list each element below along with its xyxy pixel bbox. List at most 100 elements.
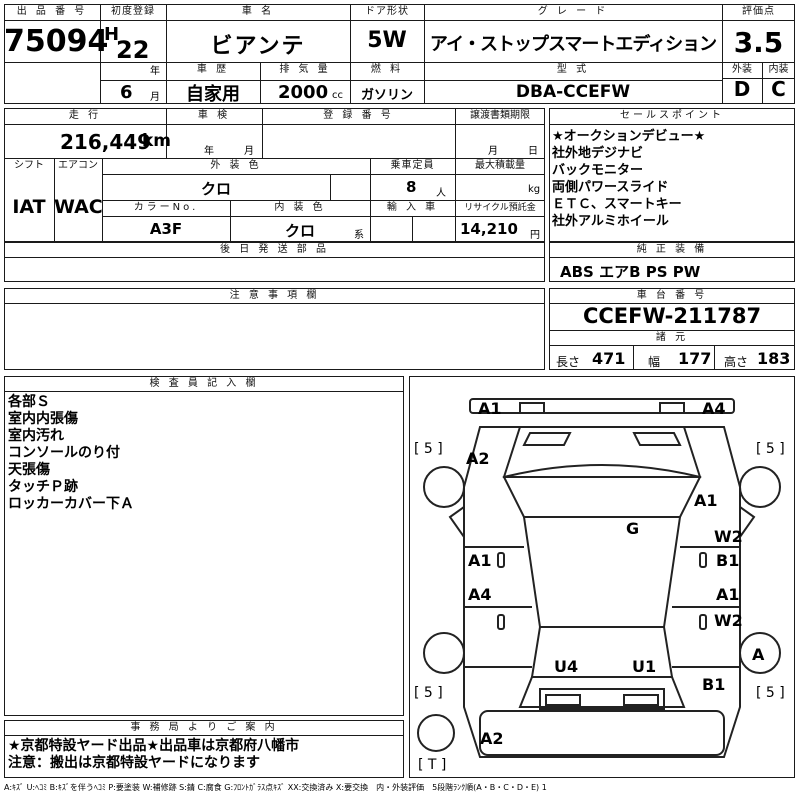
max-load-label: 最大積載量 bbox=[475, 160, 525, 171]
damage-front-right: A4 bbox=[702, 399, 726, 418]
interior-score: C bbox=[771, 77, 786, 101]
max-load-unit: kg bbox=[528, 184, 541, 195]
damage-door-fr-2: B1 bbox=[716, 551, 740, 570]
tire-mark-rr: [ 5 ] bbox=[756, 685, 785, 701]
transfer-month-unit: 月 bbox=[488, 146, 498, 157]
later-parts-block bbox=[4, 242, 545, 282]
sales-point: 両側パワースライド bbox=[552, 180, 669, 195]
mileage: 216,449 bbox=[60, 130, 152, 154]
chassis-label: 車 台 番 号 bbox=[636, 290, 708, 301]
damage-door-rl: A4 bbox=[468, 585, 492, 604]
fuel: ガソリン bbox=[360, 88, 413, 103]
later-parts-label: 後 日 発 送 部 品 bbox=[220, 244, 329, 255]
color-no-label: カラーNo. bbox=[133, 202, 199, 213]
recycle-unit: 円 bbox=[530, 230, 540, 241]
sales-point: 社外アルミホイール bbox=[552, 214, 669, 229]
model-code: DBA-CCEFW bbox=[515, 82, 631, 102]
shaken-year-unit: 年 bbox=[204, 146, 214, 157]
damage-door-rr: A1 bbox=[716, 585, 740, 604]
condition-diagram: [ 5 ] [ 5 ] [ 5 ] [ 5 ] [ T ] A1 A4 A2 A… bbox=[409, 376, 795, 778]
recycle-fee: 14,210 bbox=[460, 220, 518, 238]
transfer-label: 譲渡書類期限 bbox=[470, 110, 530, 121]
damage-door-rr-2: W2 bbox=[714, 611, 743, 630]
damage-fender-left: A2 bbox=[466, 449, 490, 468]
reg-year-unit: 年 bbox=[150, 66, 160, 77]
sales-point: ★オークションデビュー★ bbox=[552, 129, 706, 144]
car-name: ビアンテ bbox=[210, 34, 306, 59]
header-block bbox=[4, 4, 795, 104]
overall-score: 3.5 bbox=[733, 26, 784, 59]
damage-rear-right: U1 bbox=[632, 657, 657, 676]
lot-number: 75094 bbox=[4, 24, 109, 59]
ac: WAC bbox=[54, 196, 103, 218]
door-label: ドア形状 bbox=[365, 6, 409, 17]
reg-era: H bbox=[104, 24, 120, 45]
dims-label: 諸 元 bbox=[655, 332, 689, 343]
lot-label: 出 品 番 号 bbox=[16, 6, 88, 17]
grade-label: グ レ ー ド bbox=[537, 6, 609, 17]
damage-rear-left: U4 bbox=[554, 657, 579, 676]
damage-rear-right-2: B1 bbox=[702, 675, 726, 694]
sales-point: バックモニター bbox=[552, 163, 644, 178]
displacement-label: 排 気 量 bbox=[279, 64, 331, 75]
fuel-label: 燃 料 bbox=[370, 64, 404, 75]
grade: アイ・ストップスマートエディション bbox=[429, 34, 717, 55]
damage-door-fr: W2 bbox=[714, 527, 743, 546]
tire-mark-rl: [ 5 ] bbox=[414, 685, 443, 701]
score-label: 評価点 bbox=[742, 6, 775, 17]
length: 471 bbox=[592, 349, 626, 368]
equipment-block bbox=[549, 242, 795, 282]
exterior-score-label: 外装 bbox=[732, 64, 752, 75]
width: 177 bbox=[678, 349, 712, 368]
model-label: 型 式 bbox=[556, 64, 590, 75]
inspector-line: 天張傷 bbox=[8, 462, 50, 478]
mileage-label: 走 行 bbox=[68, 110, 102, 121]
length-label: 長さ bbox=[556, 355, 581, 369]
capacity-unit: 人 bbox=[436, 188, 446, 199]
tire-mark-fl: [ 5 ] bbox=[414, 441, 443, 457]
chassis-number: CCEFW-211787 bbox=[582, 304, 762, 328]
inspector-label: 検 査 員 記 入 欄 bbox=[149, 378, 259, 389]
damage-quarter-right: A bbox=[752, 645, 765, 664]
inspector-line: ロッカーカバー下Ａ bbox=[8, 496, 134, 512]
transfer-day-unit: 日 bbox=[528, 146, 538, 157]
equipment: ABS エアB PS PW bbox=[560, 263, 701, 281]
inspector-line: コンソールのり付 bbox=[8, 445, 120, 461]
car-outline-svg bbox=[417, 398, 781, 758]
int-color-label: 内 装 色 bbox=[274, 202, 326, 213]
width-label: 幅 bbox=[648, 355, 661, 369]
inspector-line: タッチＰ跡 bbox=[8, 479, 78, 495]
damage-rear-bumper: A2 bbox=[480, 729, 504, 748]
exterior-score: D bbox=[733, 77, 751, 101]
plate-label: 登 録 番 号 bbox=[323, 110, 394, 121]
int-color-unit: 系 bbox=[354, 230, 364, 241]
equipment-label: 純 正 装 備 bbox=[636, 244, 708, 255]
legend: A:ｷｽﾞ U:ﾍｺﾐ B:ｷｽﾞを伴うﾍｺﾐ P:要塗装 W:補修跡 S:錆 … bbox=[4, 783, 547, 792]
reg-year: 22 bbox=[116, 36, 150, 64]
shift: IAT bbox=[12, 196, 46, 218]
mileage-unit: km bbox=[142, 131, 172, 151]
vehicle-info-block bbox=[4, 108, 545, 242]
displacement-unit: cc bbox=[332, 90, 343, 101]
office-notes: ★京都特設ヤード出品★出品車は京都府八幡市 注意：搬出は京都特設ヤードになります bbox=[8, 738, 402, 772]
sales-points-block bbox=[549, 108, 795, 242]
damage-glass: G bbox=[626, 519, 640, 538]
reg-month-unit: 月 bbox=[150, 92, 160, 103]
office-line: ★京都特設ヤード出品★出品車は京都府八幡市 bbox=[8, 738, 300, 754]
inspector-line: 各部Ｓ bbox=[8, 394, 50, 410]
interior-score-label: 内装 bbox=[768, 64, 789, 75]
damage-door-fl: A1 bbox=[468, 551, 492, 570]
reg-month: 6 bbox=[120, 82, 133, 103]
sales-points-label: セールスポイント bbox=[620, 110, 724, 121]
capacity-label: 乗車定員 bbox=[390, 160, 435, 171]
inspector-line: 室内汚れ bbox=[8, 428, 64, 444]
sales-point: ＥＴＣ、スマートキー bbox=[552, 197, 682, 212]
notes-label: 注 意 事 項 欄 bbox=[229, 290, 320, 301]
inspector-block bbox=[4, 376, 404, 716]
capacity: 8 bbox=[406, 178, 417, 196]
displacement: 2000 bbox=[278, 82, 329, 103]
car-name-label: 車 名 bbox=[241, 6, 275, 17]
inspector-line: 室内内張傷 bbox=[8, 411, 78, 427]
import-label: 輸 入 車 bbox=[386, 202, 439, 213]
tire-mark-fr: [ 5 ] bbox=[756, 441, 785, 457]
